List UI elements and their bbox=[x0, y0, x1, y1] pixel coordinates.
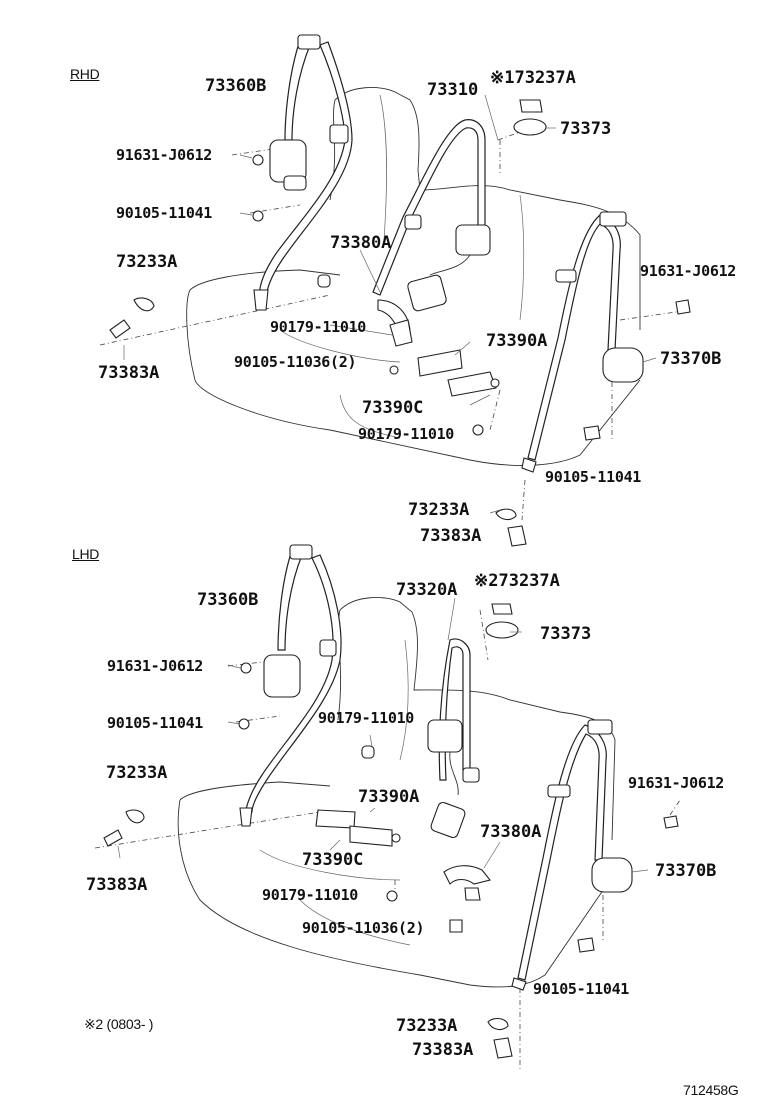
rhd-label-73360B: 73360B bbox=[205, 76, 267, 96]
lhd-label-73360B: 73360B bbox=[197, 590, 259, 610]
lhd-label-73383A-bottom: 73383A bbox=[412, 1040, 474, 1060]
lhd-label-91631-J0612-left: 91631-J0612 bbox=[107, 657, 204, 675]
rhd-label-73310: 73310 bbox=[427, 80, 479, 100]
rhd-label-90105-11041-left: 90105-11041 bbox=[116, 204, 213, 222]
rhd-leaders bbox=[123, 94, 657, 514]
rhd-label-90179-11010-b: 90179-11010 bbox=[358, 425, 455, 443]
rhd-section-label: RHD bbox=[70, 66, 100, 82]
rhd-label-90105-11036: 90105-11036(2) bbox=[234, 353, 357, 371]
rhd-label-73390A: 73390A bbox=[486, 331, 548, 351]
lhd-label-90179-11010-b: 90179-11010 bbox=[262, 886, 359, 904]
rhd-right-belt bbox=[521, 211, 644, 473]
rhd-label-73233A-bottom: 73233A bbox=[408, 500, 470, 520]
lhd-label-90105-11041-left: 90105-11041 bbox=[107, 714, 204, 732]
rhd-label-73373: 73373 bbox=[560, 119, 612, 139]
lhd-label-73383A-left: 73383A bbox=[86, 875, 148, 895]
lhd-right-belt bbox=[511, 719, 633, 991]
rhd-label-73390C: 73390C bbox=[362, 398, 424, 418]
rhd-label-91631-J0612-left: 91631-J0612 bbox=[116, 146, 213, 164]
lhd-label-90179-11010-a: 90179-11010 bbox=[318, 709, 415, 727]
lhd-dash-lines bbox=[94, 609, 681, 1070]
lhd-label-73390A: 73390A bbox=[358, 787, 420, 807]
rhd-label-73380A: 73380A bbox=[330, 233, 392, 253]
lhd-label-73373: 73373 bbox=[540, 624, 592, 644]
lhd-label-73237A: ※273237A bbox=[474, 571, 560, 591]
lhd-section-label: LHD bbox=[72, 546, 100, 562]
lhd-left-belt bbox=[239, 544, 342, 827]
rhd-left-belt bbox=[253, 34, 353, 311]
lhd-label-73320A: 73320A bbox=[396, 580, 458, 600]
lhd-label-91631-J0612-right: 91631-J0612 bbox=[628, 774, 725, 792]
rhd-label-73370B: 73370B bbox=[660, 349, 722, 369]
footnote: ※2 (0803- ) bbox=[84, 1016, 154, 1032]
lhd-label-90105-11041-right: 90105-11041 bbox=[533, 980, 630, 998]
rhd-buckles bbox=[417, 349, 500, 397]
lhd-small-parts bbox=[103, 603, 679, 1059]
lhd-label-73233A-bottom: 73233A bbox=[396, 1016, 458, 1036]
lhd-buckles bbox=[315, 809, 491, 901]
rhd-label-90179-11010-a: 90179-11010 bbox=[270, 318, 367, 336]
figure-code: 712458G bbox=[683, 1082, 739, 1098]
rhd-center-belt bbox=[372, 119, 491, 347]
lhd-label-73370B: 73370B bbox=[655, 861, 717, 881]
rhd-label-91631-J0612-right: 91631-J0612 bbox=[640, 262, 737, 280]
rhd-small-parts bbox=[109, 99, 691, 547]
lhd-label-90105-11036: 90105-11036(2) bbox=[302, 919, 425, 937]
lhd-label-73390C: 73390C bbox=[302, 850, 364, 870]
rhd-label-73383A-left: 73383A bbox=[98, 363, 160, 383]
rhd-label-90105-11041-right: 90105-11041 bbox=[545, 468, 642, 486]
rhd-label-73383A-bottom: 73383A bbox=[420, 526, 482, 546]
lhd-label-73380A: 73380A bbox=[480, 822, 542, 842]
rhd-label-73237A: ※173237A bbox=[490, 68, 576, 88]
rhd-label-73233A-left: 73233A bbox=[116, 252, 178, 272]
lhd-label-73233A-left: 73233A bbox=[106, 763, 168, 783]
lhd-center-belt bbox=[427, 638, 480, 839]
lhd-leaders bbox=[117, 597, 649, 873]
